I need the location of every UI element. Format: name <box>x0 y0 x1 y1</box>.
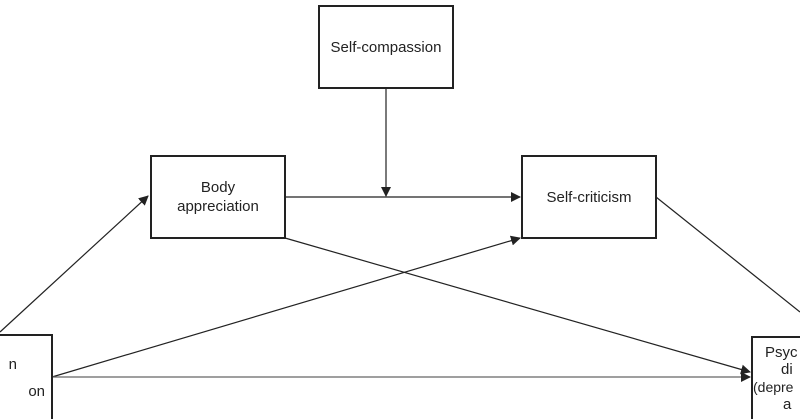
node-self-criticism: Self-criticism <box>521 155 657 239</box>
node-left-cropped: n on <box>0 334 53 419</box>
node-label: Self-compassion <box>330 38 442 56</box>
node-label: n <box>8 355 17 373</box>
node-self-compassion: Self-compassion <box>318 5 454 89</box>
node-body-appreciation: Body appreciation <box>150 155 286 239</box>
node-label: Psyc <box>765 343 798 361</box>
node-label: Body <box>200 179 236 196</box>
edge-self-criticism-to-right <box>655 196 800 313</box>
edge-left-to-self-criticism <box>51 235 521 378</box>
node-label: Self-criticism <box>546 188 632 206</box>
node-label: appreciation <box>177 198 259 215</box>
edge-body-appreciation-to-right <box>284 237 751 375</box>
node-label: di <box>781 361 793 378</box>
node-right-cropped: Psyc di (depre a <box>751 336 800 419</box>
node-label: a <box>783 396 792 413</box>
edge-left-to-body-appreciation <box>0 195 149 333</box>
node-label: (depre <box>753 378 794 395</box>
node-label: on <box>28 382 45 400</box>
